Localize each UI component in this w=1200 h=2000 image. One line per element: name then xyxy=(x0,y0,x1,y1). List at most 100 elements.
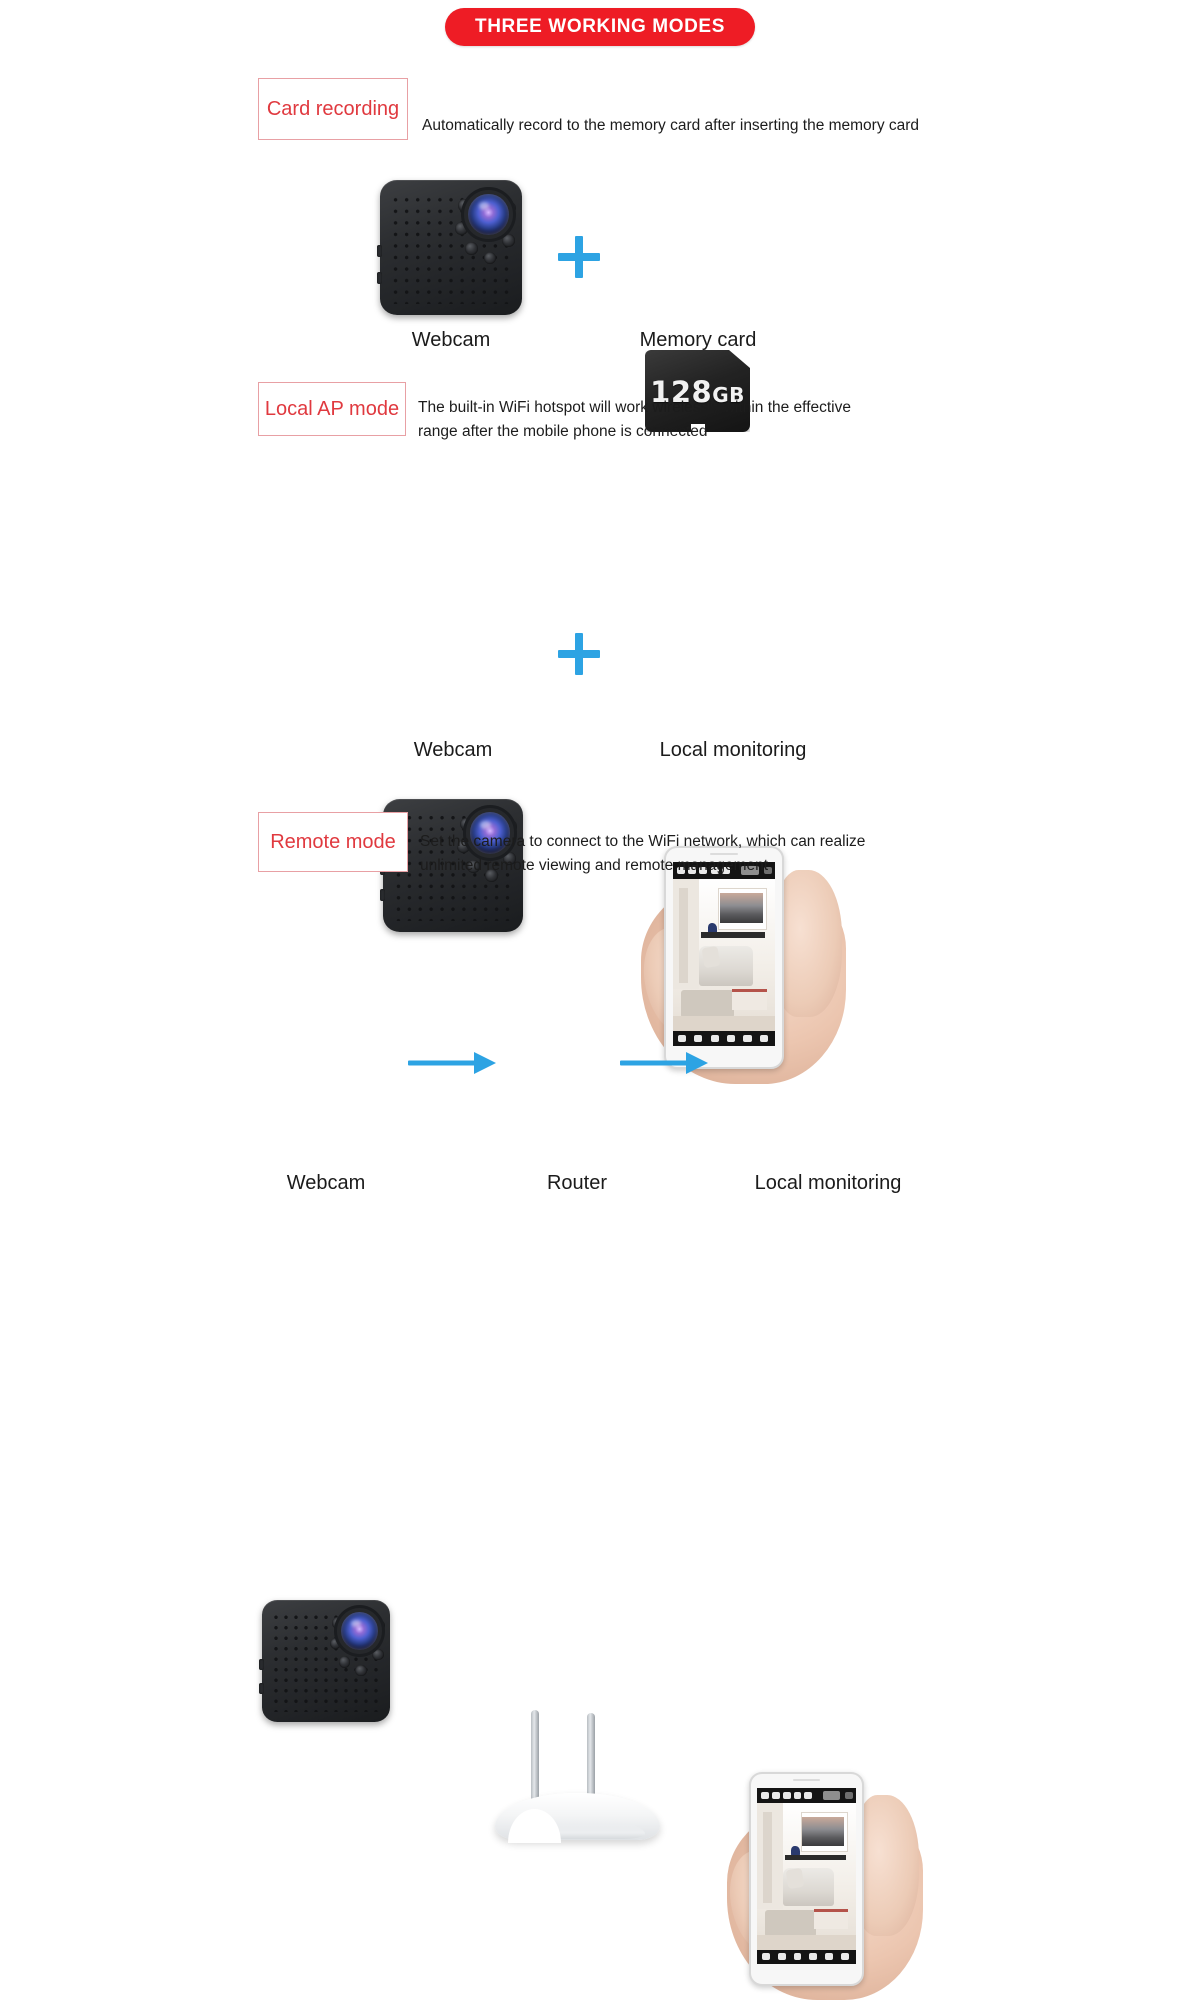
camera-ir-led-2 xyxy=(457,840,470,853)
phone-in-hand-icon xyxy=(723,1772,923,2000)
camera-lens xyxy=(468,193,510,236)
page-title: THREE WORKING MODES xyxy=(445,8,755,46)
phone-bottom-toolbar[interactable] xyxy=(757,1949,856,1964)
camera-feed-livingroom xyxy=(757,1803,856,1950)
feed-cushion xyxy=(785,1868,804,1890)
bottom-icon-speaker[interactable] xyxy=(677,1035,686,1043)
bottom-icon-snapshot[interactable] xyxy=(793,1953,802,1961)
feed-rug xyxy=(680,990,735,1018)
bottom-icon-mic[interactable] xyxy=(694,1035,703,1043)
caption-router: Router xyxy=(546,1172,608,1194)
feed-picture-art xyxy=(719,892,763,924)
phone-top-toolbar[interactable] xyxy=(757,1787,856,1804)
toolbar-icon-4[interactable] xyxy=(710,866,719,875)
camera-lens xyxy=(469,812,511,854)
mode-tag-local-ap: Local AP mode xyxy=(258,382,406,436)
toolbar-icon-1[interactable] xyxy=(676,866,685,875)
camera-ir-led-4 xyxy=(485,869,498,883)
caption-local-monitoring-3: Local monitoring xyxy=(754,1172,902,1194)
mode-tag-remote: Remote mode xyxy=(258,812,408,872)
plus-icon xyxy=(558,633,600,675)
mode-description-local-ap-line2: range after the mobile phone is connecte… xyxy=(418,423,708,440)
camera-ir-led-2 xyxy=(455,221,469,235)
camera-ir-led-3 xyxy=(465,242,478,255)
camera-ir-led-5 xyxy=(502,234,515,247)
toolbar-icon-4[interactable] xyxy=(793,1791,802,1800)
toolbar-button-chip[interactable] xyxy=(764,866,773,875)
toolbar-icon-5[interactable] xyxy=(804,1791,813,1800)
caption-webcam-1: Webcam xyxy=(411,329,491,351)
toolbar-icon-2[interactable] xyxy=(687,866,697,875)
phone-screen xyxy=(672,862,776,1047)
camera-side-button-top xyxy=(259,1658,264,1670)
feed-rug xyxy=(765,1910,817,1937)
smartphone xyxy=(748,1772,865,1986)
camera-ir-led-4 xyxy=(355,1664,367,1677)
bottom-icon-speaker[interactable] xyxy=(762,1953,771,1961)
memory-card-capacity-label: 128GB xyxy=(645,375,750,409)
mode-heading-card-recording: Card recording Automatically record to t… xyxy=(258,78,919,140)
arrow-shaft xyxy=(620,1060,690,1066)
mini-camera-icon xyxy=(259,1600,390,1722)
bottom-icon-record[interactable] xyxy=(809,1953,818,1961)
camera-side-button-top xyxy=(377,244,382,257)
plus-vertical-bar xyxy=(574,236,584,278)
phone-top-toolbar[interactable] xyxy=(672,862,776,879)
toolbar-icon-2[interactable] xyxy=(771,1791,780,1800)
phone-in-hand-icon xyxy=(637,846,846,1084)
toolbar-label-chip[interactable] xyxy=(741,866,759,875)
toolbar-icon-5[interactable] xyxy=(721,866,731,875)
camera-feed-livingroom xyxy=(672,878,776,1032)
arrow-right-icon xyxy=(408,1052,496,1074)
arrow-head xyxy=(686,1052,708,1074)
toolbar-button-chip[interactable] xyxy=(844,1792,853,1800)
memory-card-capacity-unit: GB xyxy=(712,382,745,407)
caption-webcam-3: Webcam xyxy=(286,1172,366,1194)
bottom-icon-next[interactable] xyxy=(759,1035,769,1043)
camera-ir-led-4 xyxy=(483,251,497,265)
mode-description-remote-line2: unlimited remote viewing and remote mana… xyxy=(420,857,769,874)
phone-bottom-toolbar[interactable] xyxy=(672,1031,776,1047)
feed-floor xyxy=(672,1016,776,1032)
smartphone xyxy=(663,846,785,1069)
toolbar-icon-1[interactable] xyxy=(761,1791,770,1800)
mode-tag-card-recording: Card recording xyxy=(258,78,408,140)
feed-picture-art xyxy=(802,1816,844,1846)
camera-ir-led-5 xyxy=(372,1648,384,1661)
mode-description-card-recording: Automatically record to the memory card … xyxy=(422,117,920,134)
mode-description-local-ap: The built-in WiFi hotspot will work wire… xyxy=(418,396,851,444)
router-antenna-left xyxy=(531,1710,540,1809)
phone-screen xyxy=(757,1787,856,1964)
microsd-card-icon: 128GB xyxy=(645,350,750,433)
bottom-icon-snapshot[interactable] xyxy=(710,1035,719,1043)
memory-card-capacity-number: 128 xyxy=(650,374,713,409)
memory-card-body xyxy=(645,350,750,432)
feed-shelf xyxy=(784,1854,846,1861)
feed-door xyxy=(678,887,688,983)
feed-floor xyxy=(757,1935,856,1950)
camera-ir-led-3 xyxy=(338,1656,351,1668)
mini-camera-icon xyxy=(377,180,522,315)
phone-earpiece xyxy=(709,852,738,855)
camera-side-button-bottom xyxy=(377,271,382,284)
feed-figurine xyxy=(707,923,717,934)
memory-card-notch xyxy=(691,424,705,433)
caption-webcam-2: Webcam xyxy=(413,739,493,761)
mode-description-remote-line1: Set the camera to connect to the WiFi ne… xyxy=(420,833,866,850)
bottom-icon-alert[interactable] xyxy=(743,1035,752,1043)
bottom-icon-mic[interactable] xyxy=(777,1953,786,1961)
toolbar-icon-3[interactable] xyxy=(782,1791,791,1800)
caption-memory-card: Memory card xyxy=(639,329,757,351)
toolbar-label-chip[interactable] xyxy=(823,1791,840,1800)
mode-description-remote: Set the camera to connect to the WiFi ne… xyxy=(420,830,865,878)
bottom-icon-alert[interactable] xyxy=(825,1953,833,1961)
bottom-icon-next[interactable] xyxy=(840,1953,849,1961)
mode-heading-remote: Remote mode Set the camera to connect to… xyxy=(258,812,865,878)
bottom-icon-record[interactable] xyxy=(727,1035,736,1043)
mini-camera-icon xyxy=(380,799,523,932)
toolbar-icon-3[interactable] xyxy=(699,866,708,875)
camera-ir-led-3 xyxy=(467,860,480,873)
wifi-router-icon xyxy=(495,1710,660,1843)
mode-description-local-ap-line1: The built-in WiFi hotspot will work wire… xyxy=(418,399,852,416)
arrow-shaft xyxy=(408,1060,478,1066)
